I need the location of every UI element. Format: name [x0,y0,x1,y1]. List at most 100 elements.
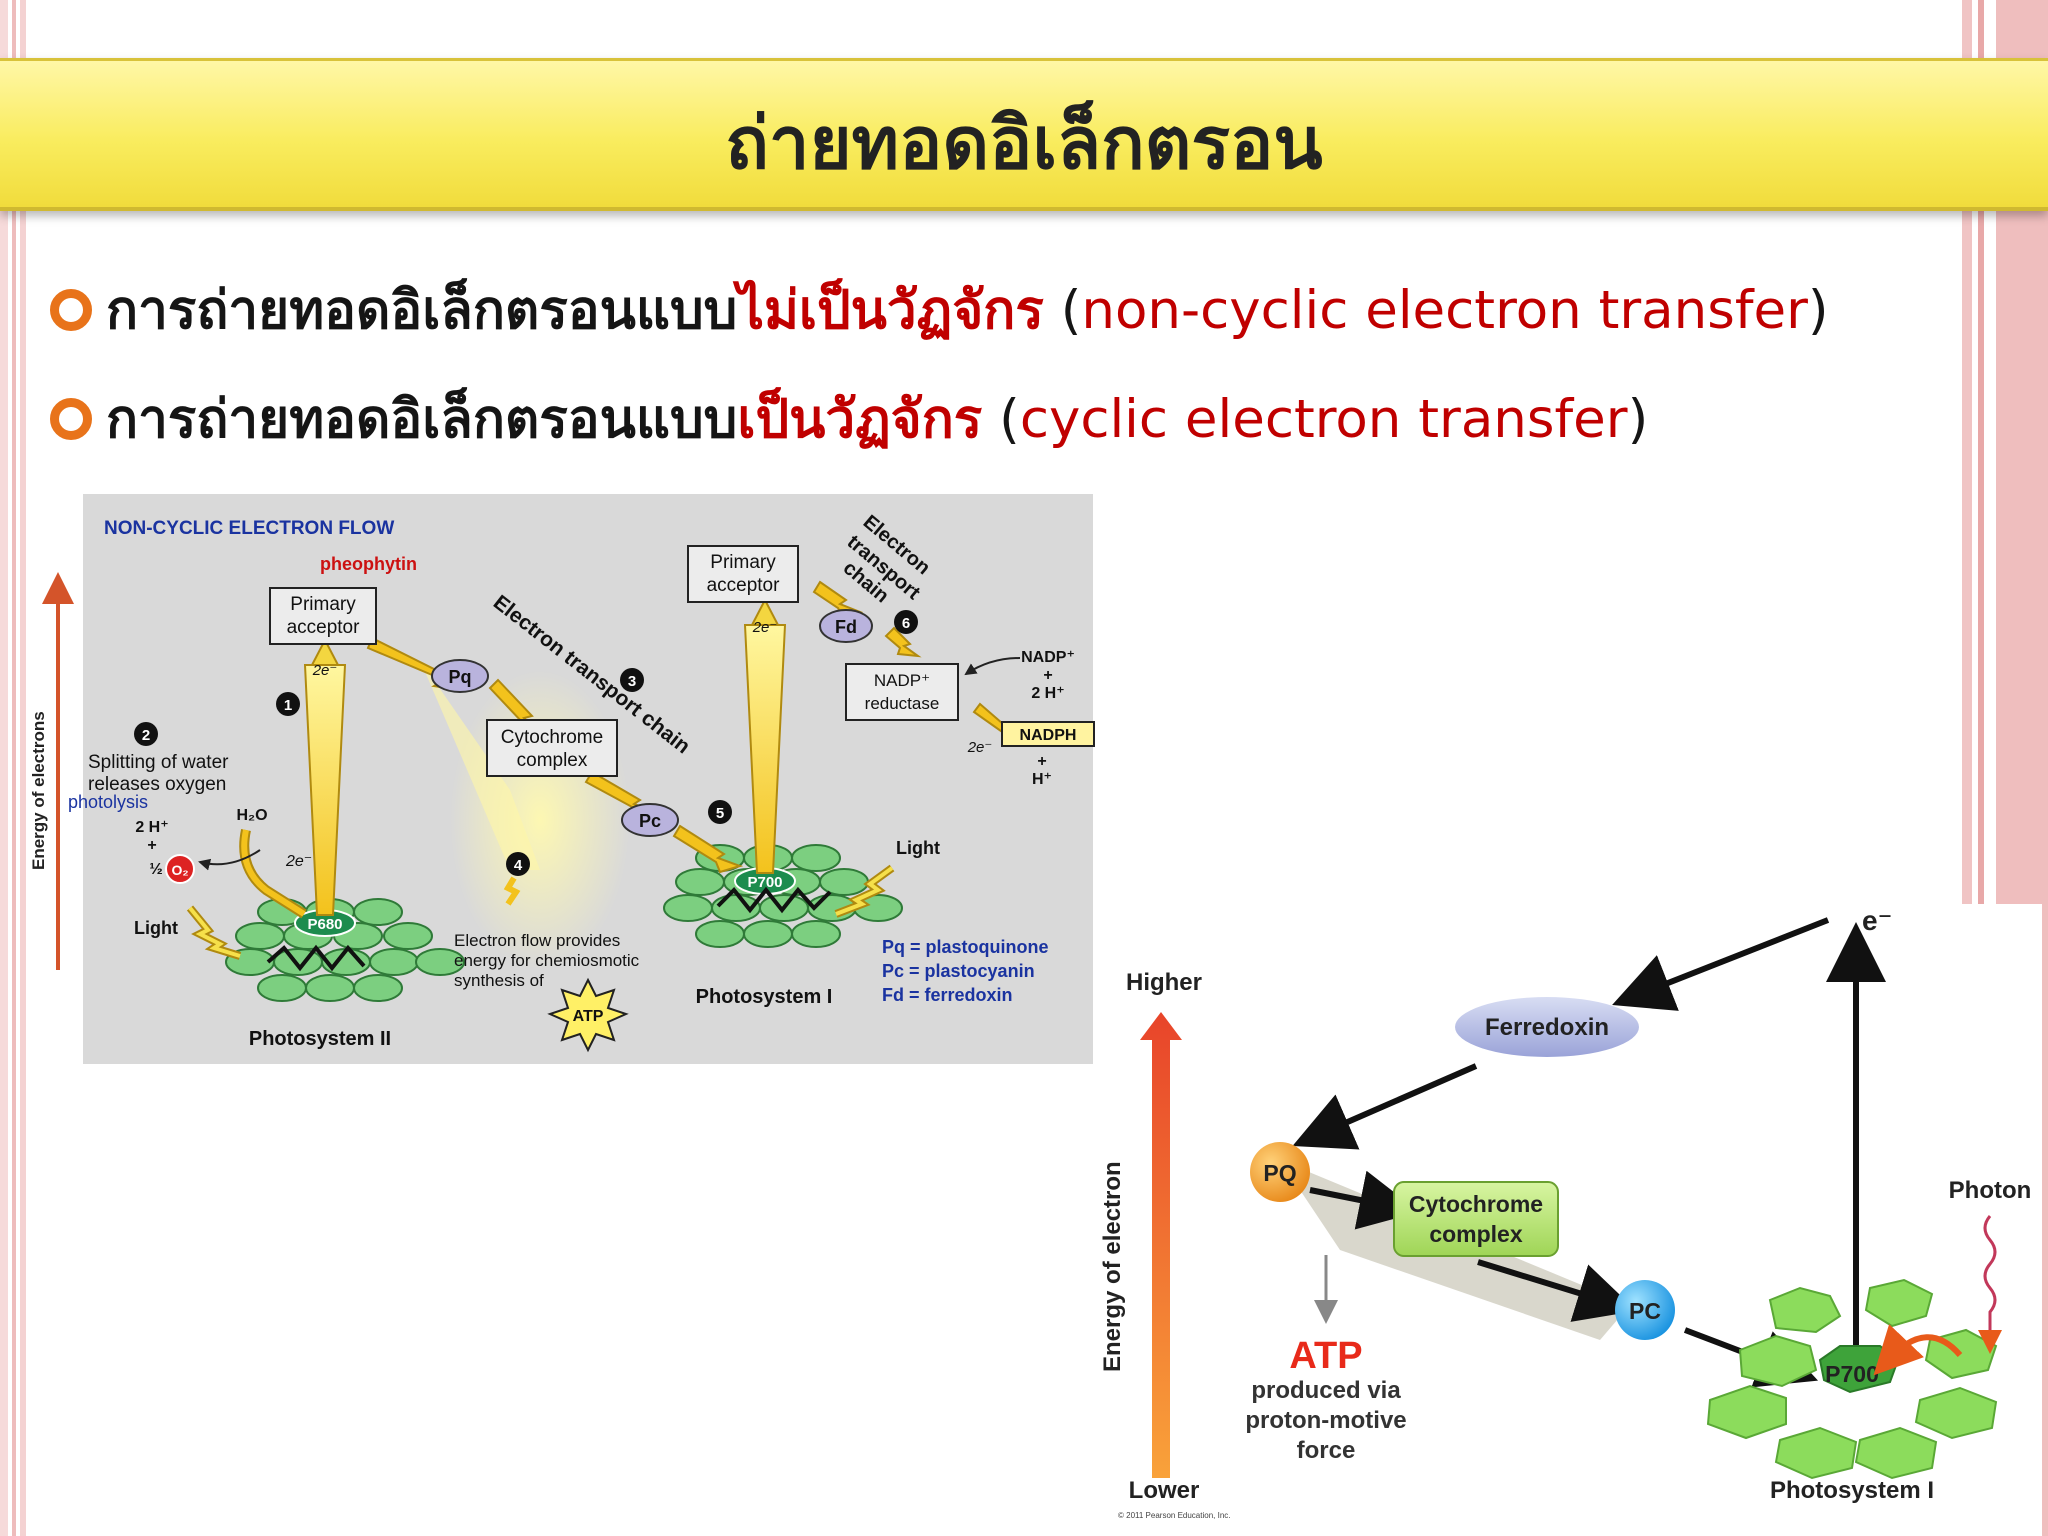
cyclic-axis-label: Energy of electron [1099,1161,1126,1372]
excitation-curve-arrow [1873,1324,1963,1376]
step-5: 5 [716,805,724,822]
bullet-open-paren: ( [982,389,1020,450]
two-e-water: 2e⁻ [285,853,312,870]
ps2-excitation-arrow [303,664,347,916]
step-3: 3 [628,673,636,690]
photon-label: Photon [1949,1177,2032,1204]
legend-pc: Pc = plastocyanin [882,961,1035,981]
bullet-english: cyclic electron transfer [1019,389,1628,450]
cyclic-cytochrome-line1: Cytochrome [1409,1191,1543,1217]
primary-acceptor-2-line2: acceptor [707,575,781,596]
ps1-excitation-arrow [743,624,787,874]
cytochrome-line1: Cytochrome [501,727,603,748]
cyclic-pc-label: PC [1629,1298,1661,1324]
energy-bolt-icon [503,876,521,906]
bullet-cyclic: การถ่ายทอดอิเล็กตรอนแบบเป็นวัฏจักร (cycl… [50,379,1648,459]
legend-fd: Fd = ferredoxin [882,985,1013,1005]
ferredoxin-label: Ferredoxin [1485,1014,1609,1041]
energy-axis-label: Energy of electrons [29,711,48,870]
step-4: 4 [514,857,523,874]
fd-label: Fd [835,617,857,637]
light-label-left: Light [134,918,178,938]
oxygen-icon [165,854,195,884]
bullet-prefix: การถ่ายทอดอิเล็กตรอนแบบ [106,280,738,341]
cyclic-energy-arrow [1140,1012,1182,1478]
pq-label: Pq [448,667,471,687]
primary-acceptor-1 [269,587,377,645]
arrow-to-p700 [672,824,744,874]
ferredoxin-ellipse [1455,997,1639,1057]
title-band: ถ่ายทอดอิเล็กตรอน [0,58,2048,211]
slide-title: ถ่ายทอดอิเล็กตรอน [725,101,1323,185]
light-label-right: Light [896,838,940,858]
pc-label: Pc [639,811,661,831]
p700-label: P700 [747,874,782,891]
two-h-right: 2 H⁺ [1031,685,1064,702]
pc-carrier [621,803,679,837]
pq-carrier [431,659,489,693]
cyclic-atp-label: ATP [1289,1335,1362,1377]
bullet-close-paren: ) [1627,389,1649,450]
atp-caption-line1: produced via [1251,1377,1401,1404]
cytochrome-complex-box [486,719,618,777]
splitting-line1: Splitting of water [88,752,229,773]
primary-acceptor-1-line1: Primary [290,594,356,615]
primary-acceptor-1-line2: acceptor [287,617,361,638]
primary-acceptor-2-line1: Primary [710,552,776,573]
electron-flow-line1: Electron flow provides [454,931,620,950]
plus-sign-2: + [1037,753,1046,770]
fd-carrier [819,609,873,643]
bullet-english: non-cyclic electron transfer [1081,280,1808,341]
step-markers [134,610,918,876]
legend-pq: Pq = plastoquinone [882,937,1049,957]
bullet-prefix: การถ่ายทอดอิเล็กตรอนแบบ [106,389,738,450]
cytochrome-to-pc-arrow [1477,1259,1637,1322]
bullet-ring-icon [50,398,92,440]
cyclic-photosystem-label: Photosystem I [1770,1477,1934,1504]
pq-sphere [1250,1142,1310,1202]
ferredoxin-to-pq-arrow [1292,1063,1478,1150]
electron-flow-line2: energy for chemiosmotic [454,951,640,970]
cyclic-diagram: Higher Energy of electron Lower © 2011 P… [1099,904,2042,1536]
electron-zigzag-ps2 [266,944,366,972]
step-6: 6 [902,615,910,632]
energy-glow [450,670,630,970]
nadph-label: NADPH [1020,727,1077,744]
e-minus-label: e⁻ [1862,905,1892,936]
electron-zigzag-ps1 [716,886,832,914]
higher-label: Higher [1126,969,1202,996]
bullet-ring-icon [50,289,92,331]
pq-to-cytochrome-arrow [1309,1170,1420,1230]
photolysis-label: photolysis [68,792,148,812]
p680-label: P680 [307,916,342,933]
bullet-close-paren: ) [1807,280,1829,341]
pc-sphere [1615,1280,1675,1340]
noncyclic-figure: Energy of electrons NON-CYCLIC ELECTRON … [20,490,1095,1070]
noncyclic-diagram: Energy of electrons NON-CYCLIC ELECTRON … [29,494,1095,1064]
step-2: 2 [142,727,150,744]
plus-left: + [147,837,156,854]
cyclic-cytochrome-box [1393,1181,1559,1257]
lower-label: Lower [1129,1477,1200,1504]
left-decorative-border [0,0,26,1536]
half-label: ½ [149,861,162,878]
photon-wave-icon [1978,1215,2002,1354]
noncyclic-heading: NON-CYCLIC ELECTRON FLOW [104,518,394,539]
nadph-box [1001,721,1095,747]
ps1-label: Photosystem I [696,986,833,1008]
nadp-reductase-line1: NADP⁺ [874,671,930,690]
atp-label: ATP [573,1008,604,1025]
bullet-highlight: ไม่เป็นวัฏจักร [737,280,1044,341]
nadp-input-arrow [964,657,1021,676]
h2o-label: H₂O [236,807,267,824]
ps2-label: Photosystem II [249,1028,391,1050]
primary-acceptor-2 [687,545,799,603]
cyclic-cytochrome-line2: complex [1429,1221,1523,1247]
two-e-ps1: 2e⁻ [752,619,778,636]
arrow-to-nadp-reductase [884,626,922,658]
bullet-open-paren: ( [1043,280,1082,341]
cyclic-figure: Higher Energy of electron Lower © 2011 P… [1080,900,2042,1536]
o2-label: O₂ [171,862,188,878]
cyclic-p700-label: P700 [1825,1361,1879,1387]
atp-starburst-icon [547,977,629,1053]
